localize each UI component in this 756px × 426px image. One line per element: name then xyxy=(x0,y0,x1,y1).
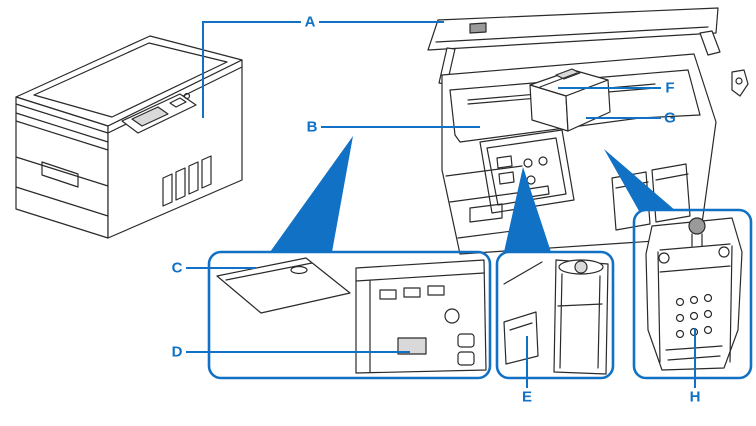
maintenance-cover-tab xyxy=(290,265,308,275)
label-d: D xyxy=(171,343,183,361)
cassette-seam xyxy=(445,165,523,177)
leader-lines xyxy=(186,21,696,388)
cover-hook xyxy=(731,69,749,97)
cassette-seam-bottom xyxy=(15,186,109,217)
operation-panel-open xyxy=(479,129,575,214)
label-a: A xyxy=(304,13,316,31)
scanning-unit-slab xyxy=(427,7,719,51)
cassette-seam-top xyxy=(15,156,109,187)
roller xyxy=(379,289,397,300)
ink-window xyxy=(188,161,199,195)
zoom-wedges xyxy=(270,136,676,252)
head-lock-lever xyxy=(555,68,581,80)
operation-panel-inner xyxy=(486,137,567,206)
print-head-holder xyxy=(529,68,611,132)
tank-edge-line xyxy=(597,275,601,369)
callout-box-maintenance xyxy=(207,250,492,380)
fragment-top-seam xyxy=(355,272,485,282)
maintenance-cover-detail xyxy=(216,257,487,374)
hinge-arm xyxy=(699,30,721,56)
label-b: B xyxy=(306,118,318,136)
zoom-wedge-ink-tank xyxy=(504,167,551,252)
carriage-detail-line xyxy=(539,72,578,88)
head-knob xyxy=(688,217,706,235)
assembly-band-line xyxy=(659,265,731,273)
ink-port xyxy=(703,309,713,319)
label-g: G xyxy=(664,109,676,127)
leader-line-a-left xyxy=(202,21,301,118)
carriage-side xyxy=(565,79,611,132)
ink-port xyxy=(689,295,699,305)
ink-window xyxy=(201,155,212,189)
control-panel-closed xyxy=(121,92,197,134)
callout-box-ink-tank xyxy=(495,250,615,380)
cassette-handle xyxy=(41,161,79,188)
scanning-unit-seam xyxy=(435,26,709,43)
callout-box-print-head xyxy=(632,208,753,380)
label-h: H xyxy=(689,388,701,406)
cassette-seam xyxy=(449,191,525,203)
screw xyxy=(658,252,670,264)
ink-port xyxy=(703,325,713,335)
tank-compartment-wall xyxy=(503,261,543,285)
ink-tank-windows xyxy=(162,155,212,207)
opening-front-rim xyxy=(454,114,701,143)
ink-port xyxy=(703,293,713,303)
panel-button xyxy=(498,171,515,185)
ink-tank-cap xyxy=(574,260,588,274)
ink-window xyxy=(175,167,186,201)
ink-window xyxy=(162,173,173,207)
scanning-unit-raised xyxy=(427,7,721,56)
ink-tank-detail xyxy=(503,259,609,375)
lid-thickness-line xyxy=(15,66,243,134)
panel-button xyxy=(496,155,513,169)
assembly-side-rail xyxy=(729,245,733,363)
zoom-wedge-maintenance xyxy=(270,136,353,252)
tank-level-line xyxy=(557,303,603,307)
ink-port xyxy=(675,297,685,307)
panel-button xyxy=(183,92,191,100)
label-f: F xyxy=(665,79,675,97)
panel-button xyxy=(169,97,187,108)
output-slot-line-bottom xyxy=(15,120,109,151)
cover-latch xyxy=(469,22,487,34)
tank-cover-seam xyxy=(655,173,689,181)
panel-screen xyxy=(131,106,169,127)
roller xyxy=(427,285,445,296)
tank-lever-seam xyxy=(509,322,533,331)
screw xyxy=(718,246,730,258)
ink-port xyxy=(675,329,685,339)
roller xyxy=(403,287,421,298)
panel-button xyxy=(538,156,548,166)
maintenance-cover-seam xyxy=(225,262,313,281)
tank-lever xyxy=(503,311,539,365)
label-c: C xyxy=(171,259,183,277)
printer-fragment xyxy=(355,259,487,374)
printer-open-view xyxy=(427,7,749,255)
assembly-band-line xyxy=(659,243,731,251)
output-slot-line-top xyxy=(15,112,109,143)
fragment-button xyxy=(457,351,475,366)
zoom-wedge-print-head xyxy=(604,149,676,211)
label-e: E xyxy=(521,388,533,406)
scanner-lid-seam xyxy=(33,42,228,118)
cassette-handle xyxy=(469,203,503,223)
panel-button xyxy=(523,158,533,168)
fragment-button xyxy=(457,333,475,348)
gear xyxy=(444,308,460,324)
interior-right-wall xyxy=(687,69,701,116)
ink-port xyxy=(675,313,685,323)
print-head-assembly xyxy=(645,217,743,371)
maintenance-cover xyxy=(216,257,351,314)
assembly-side-rail xyxy=(657,251,661,363)
printer-closed-view xyxy=(15,35,243,239)
tank-edge-line xyxy=(559,273,563,369)
maintenance-area-part xyxy=(397,337,427,355)
cover-hook-hole xyxy=(735,77,743,85)
tank-cover-right xyxy=(651,163,691,223)
printer-front-right-face xyxy=(107,59,243,239)
ink-port xyxy=(689,311,699,321)
operation-panel-body xyxy=(479,129,575,214)
